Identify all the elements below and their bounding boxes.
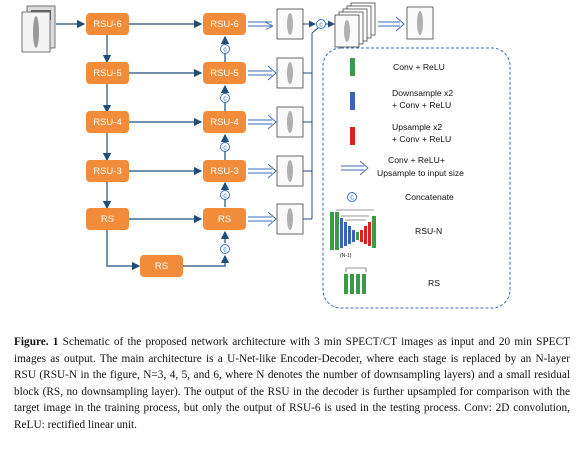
figure-label: Figure. 1 <box>14 336 59 348</box>
fused-image-stack <box>334 2 376 48</box>
svg-text:Upsample to input size: Upsample to input size <box>377 168 464 178</box>
svg-text:(N-1): (N-1) <box>340 253 352 259</box>
architecture-diagram: c c c c c RSU-6 RSU-5 RSU-4 RSU-3 RS RS … <box>21 2 511 309</box>
svg-text:c: c <box>223 144 227 151</box>
svg-text:c: c <box>223 246 227 253</box>
side-output-image <box>276 8 304 40</box>
concat-circle: c <box>220 142 230 152</box>
encoder-block-rs: RS <box>86 208 129 230</box>
svg-text:Conv + ReLU+: Conv + ReLU+ <box>388 155 445 165</box>
skip-connections <box>129 19 203 224</box>
concat-circles: c c c c c <box>220 44 230 254</box>
svg-text:+ Conv + ReLU: + Conv + ReLU <box>392 134 451 144</box>
side-output-image <box>276 57 304 89</box>
encoder-blocks: RSU-6 RSU-5 RSU-4 RSU-3 RS <box>86 13 129 230</box>
side-output-image <box>276 106 304 138</box>
svg-text:RS: RS <box>428 278 440 288</box>
encoder-block-rsu4: RSU-4 <box>86 111 129 133</box>
decoder-block-rsu4: RSU-4 <box>203 111 246 133</box>
svg-text:RSU-N: RSU-N <box>415 226 442 236</box>
concat-circle: c <box>220 44 230 54</box>
svg-text:Upsample x2: Upsample x2 <box>392 122 442 132</box>
fusion-lines <box>303 20 319 220</box>
encoder-block-rsu3: RSU-3 <box>86 160 129 182</box>
svg-text:c: c <box>223 192 227 199</box>
legend-concatenate: c Concatenate <box>347 192 454 202</box>
figure-caption: Figure. 1 Schematic of the proposed netw… <box>14 334 570 434</box>
legend-upsample-arrow: Conv + ReLU+ Upsample to input size <box>341 155 464 178</box>
encoder-block-rsu5: RSU-5 <box>86 62 129 84</box>
svg-text:RSU-5: RSU-5 <box>93 68 122 79</box>
svg-text:+ Conv + ReLU: + Conv + ReLU <box>392 100 451 110</box>
upsample-arrows <box>248 22 276 227</box>
svg-text:RSU-3: RSU-3 <box>210 166 239 177</box>
legend: Conv + ReLU Downsample x2 + Conv + ReLU … <box>322 47 511 309</box>
side-output-image <box>276 155 304 187</box>
side-output-image <box>276 203 304 235</box>
svg-text:RSU-4: RSU-4 <box>210 117 239 128</box>
svg-text:c: c <box>319 21 323 28</box>
legend-conv: Conv + ReLU <box>350 58 445 76</box>
concat-circle: c <box>220 244 230 254</box>
svg-text:c: c <box>223 95 227 102</box>
svg-text:c: c <box>350 194 354 201</box>
decoder-block-rsu5: RSU-5 <box>203 62 246 84</box>
svg-text:RSU-5: RSU-5 <box>210 68 239 79</box>
decoder-block-rs: RS <box>203 208 246 230</box>
legend-rs-schematic: RS <box>344 267 440 294</box>
svg-text:Downsample x2: Downsample x2 <box>392 88 453 98</box>
svg-text:RS: RS <box>218 214 231 225</box>
svg-text:RSU-3: RSU-3 <box>93 166 122 177</box>
svg-text:c: c <box>223 46 227 53</box>
legend-rsun-schematic: (N-1) RSU-N <box>330 209 442 259</box>
svg-text:RS: RS <box>101 214 114 225</box>
decoder-block-rsu3: RSU-3 <box>203 160 246 182</box>
input-image <box>21 5 56 53</box>
decoder-block-rsu6: RSU-6 <box>203 13 246 35</box>
caption-text: Schematic of the proposed network archit… <box>14 336 571 431</box>
side-output-images <box>276 8 304 235</box>
svg-text:Conv + ReLU: Conv + ReLU <box>393 62 445 72</box>
svg-text:RS: RS <box>155 261 168 272</box>
svg-text:RSU-6: RSU-6 <box>93 19 122 30</box>
svg-text:RSU-6: RSU-6 <box>210 19 239 30</box>
concat-circle: c <box>220 190 230 200</box>
bottom-rs-block: RS <box>140 255 183 277</box>
encoder-block-rsu6: RSU-6 <box>86 13 129 35</box>
final-output-arrow <box>378 16 405 32</box>
bottom-path <box>106 230 230 271</box>
decoder-blocks: RSU-6 RSU-5 RSU-4 RSU-3 RS <box>203 13 246 230</box>
svg-text:RSU-4: RSU-4 <box>93 117 122 128</box>
concat-circle: c <box>220 93 230 103</box>
legend-downsample: Downsample x2 + Conv + ReLU <box>350 88 453 110</box>
fusion-concat-circle: c <box>316 19 326 29</box>
svg-text:Concatenate: Concatenate <box>405 192 454 202</box>
legend-upsample: Upsample x2 + Conv + ReLU <box>350 122 451 145</box>
final-output-image <box>406 6 434 40</box>
